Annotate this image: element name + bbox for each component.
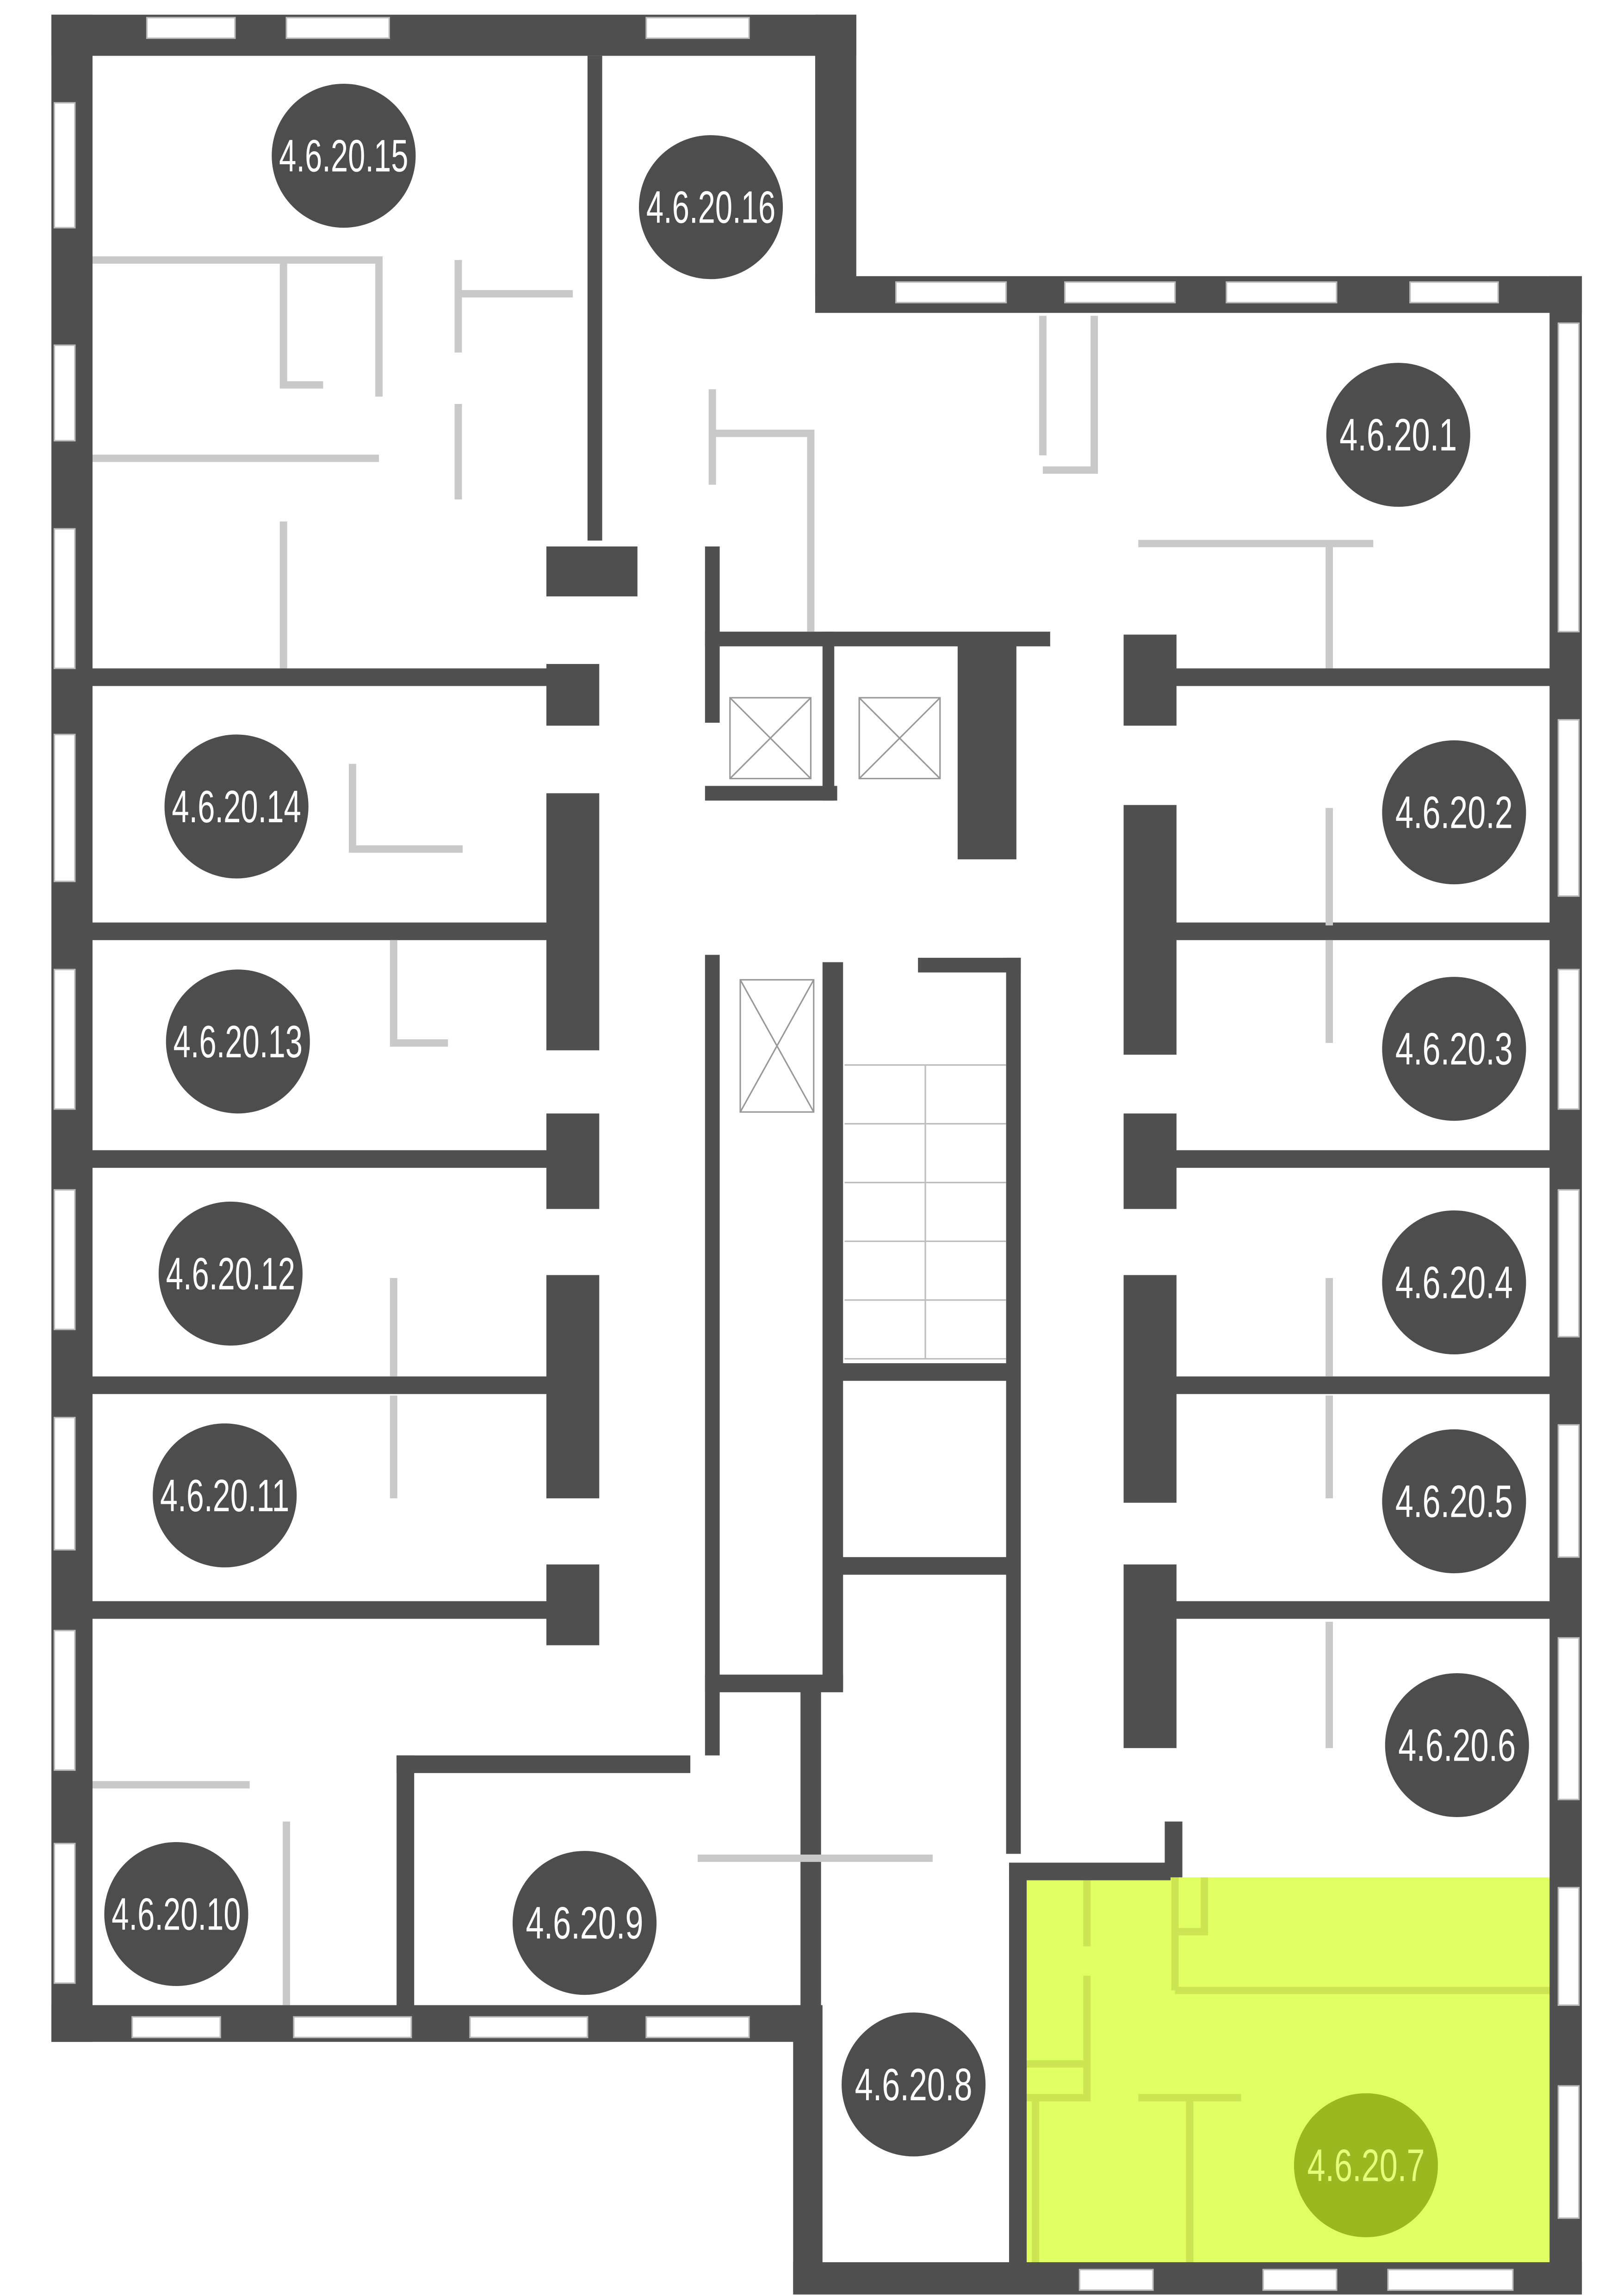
unit-label: 4.6.20.5 (1395, 1476, 1513, 1527)
unit-badge-circle (1382, 740, 1526, 885)
unit-badge-14[interactable]: 4.6.20.14 (164, 734, 309, 879)
unit-badge-circle (1382, 1210, 1526, 1355)
unit-badge-4[interactable]: 4.6.20.4 (1382, 1210, 1526, 1355)
unit-badge-9[interactable]: 4.6.20.9 (512, 1851, 657, 1995)
unit-badge-circle (512, 1851, 657, 1995)
windows (53, 17, 1580, 2291)
unit-badge-6[interactable]: 4.6.20.6 (1385, 1673, 1529, 1818)
unit-badge-circle (164, 734, 309, 879)
unit-badge-12[interactable]: 4.6.20.12 (158, 1201, 303, 1346)
unit-badge-13[interactable]: 4.6.20.13 (166, 969, 310, 1114)
unit-label: 4.6.20.3 (1395, 1024, 1513, 1074)
unit-badge-15[interactable]: 4.6.20.15 (272, 83, 416, 228)
unit-badge-circle (153, 1423, 297, 1568)
unit-badge-circle (842, 2012, 986, 2157)
unit-badge-16[interactable]: 4.6.20.16 (638, 135, 783, 279)
unit-badge-7-selected[interactable]: 4.6.20.7 (1294, 2093, 1438, 2238)
unit-badge-8[interactable]: 4.6.20.8 (842, 2012, 986, 2157)
unit-badge-circle (1294, 2093, 1438, 2238)
unit-badge-3[interactable]: 4.6.20.3 (1382, 977, 1526, 1121)
unit-label: 4.6.20.9 (526, 1898, 644, 1948)
unit-label: 4.6.20.11 (160, 1470, 289, 1521)
unit-badge-circle (1382, 977, 1526, 1121)
elevator-shafts (729, 697, 941, 1113)
unit-badge-circle (1382, 1429, 1526, 1574)
unit-label: 4.6.20.2 (1395, 787, 1513, 838)
unit-badge-circle (1326, 363, 1470, 507)
unit-badge-circle (104, 1842, 248, 1986)
unit-label: 4.6.20.13 (173, 1016, 303, 1067)
unit-label: 4.6.20.6 (1398, 1719, 1516, 1770)
unit-badge-circle (638, 135, 783, 279)
unit-badge-circle (272, 83, 416, 228)
staircase (844, 1064, 1006, 1360)
unit-badges: 4.6.20.15 4.6.20.16 4.6.20.1 4.6.20.14 4.6.2… (104, 83, 1529, 2238)
unit-badge-2[interactable]: 4.6.20.2 (1382, 740, 1526, 885)
unit-label: 4.6.20.14 (172, 781, 301, 832)
unit-7-highlight-area[interactable] (1023, 1877, 1550, 2262)
unit-badge-1[interactable]: 4.6.20.1 (1326, 363, 1470, 507)
unit-label: 4.6.20.16 (646, 182, 775, 233)
unit-label: 4.6.20.10 (112, 1889, 241, 1940)
unit-label: 4.6.20.1 (1339, 410, 1457, 460)
unit-7-partitions (1023, 1877, 1550, 2262)
unit-label: 4.6.20.8 (855, 2059, 973, 2110)
unit-badge-circle (166, 969, 310, 1114)
unit-badge-circle (158, 1201, 303, 1346)
unit-badge-5[interactable]: 4.6.20.5 (1382, 1429, 1526, 1574)
unit-label: 4.6.20.4 (1395, 1257, 1513, 1308)
unit-badge-circle (1385, 1673, 1529, 1818)
unit-label: 4.6.20.12 (166, 1248, 295, 1299)
unit-label: 4.6.20.7 (1307, 2140, 1425, 2191)
unit-label: 4.6.20.15 (279, 130, 408, 181)
room-partitions (93, 256, 1374, 2005)
unit-badge-10[interactable]: 4.6.20.10 (104, 1842, 248, 1986)
unit-badge-11[interactable]: 4.6.20.11 (153, 1423, 297, 1568)
